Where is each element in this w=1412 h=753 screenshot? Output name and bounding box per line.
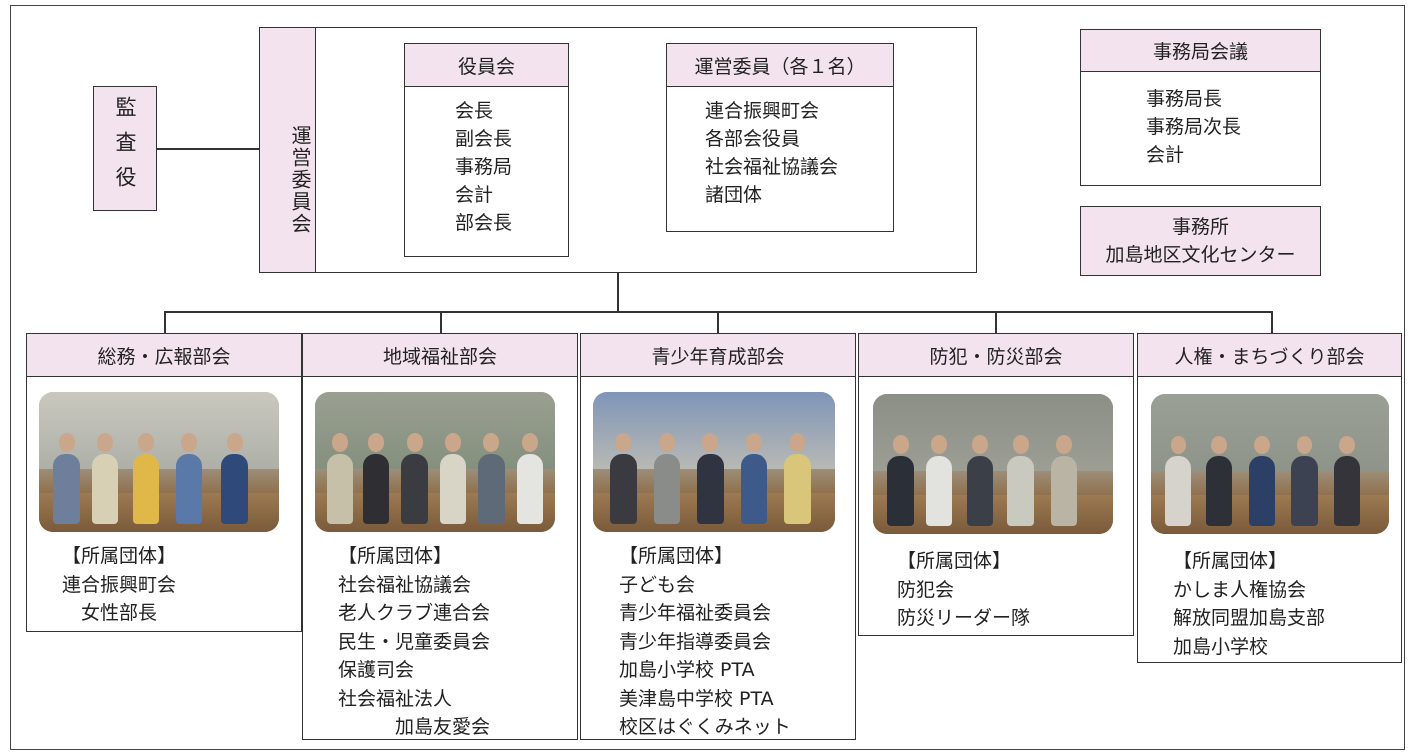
affiliation-label: 【所属団体】 — [338, 545, 453, 567]
officer-item: 副会長 — [455, 128, 513, 150]
audit-box: 監査役 — [93, 86, 157, 211]
connector-dept-4 — [995, 311, 997, 334]
office-label: 事務所 — [1171, 216, 1229, 238]
affiliation-item: 連合振興町会 — [62, 573, 177, 596]
department-crime-disaster-prevention: 防犯・防災部会 【所属団体】 防犯会 防災リーダー隊 — [858, 333, 1134, 636]
department-general-affairs: 総務・広報部会 【所属団体】 連合振興町会 女性部長 — [26, 333, 302, 632]
affiliation-item: 防犯会 — [897, 578, 955, 601]
secretariat-meeting-title: 事務局会議 — [1081, 30, 1320, 72]
affiliation-label: 【所属団体】 — [619, 545, 734, 567]
department-human-rights-community: 人権・まちづくり部会 【所属団体】 かしま人権協会 解放同盟加島支部 加島小学校 — [1137, 333, 1402, 663]
secretariat-member-item: 事務局次長 — [1146, 116, 1242, 138]
affiliation-item: 民生・児童委員会 — [338, 630, 491, 653]
officers-title: 役員会 — [405, 44, 568, 87]
affiliation-item: かしま人権協会 — [1173, 578, 1307, 601]
affiliation-item: 加島小学校 PTA — [619, 659, 755, 681]
department-group-photo — [593, 392, 835, 532]
department-title: 地域福祉部会 — [303, 334, 577, 377]
operating-members-box: 運営委員（各１名） 連合振興町会 各部会役員 社会福祉協議会 諸団体 — [666, 43, 894, 232]
department-title: 防犯・防災部会 — [859, 334, 1133, 377]
affiliation-item: 防災リーダー隊 — [897, 607, 1031, 629]
affiliation-item: 美津島中学校 PTA — [619, 687, 774, 710]
secretariat-meeting-box: 事務局会議 事務局長 事務局次長 会計 — [1080, 29, 1321, 186]
connector-dept-3 — [717, 311, 719, 334]
affiliation-item: 老人クラブ連合会 — [338, 602, 491, 624]
department-title: 総務・広報部会 — [27, 334, 301, 377]
operating-member-item: 諸団体 — [705, 184, 763, 206]
connector-dept-2 — [440, 311, 442, 334]
department-title: 人権・まちづくり部会 — [1138, 334, 1401, 377]
department-group-photo — [39, 392, 279, 532]
affiliation-list: 【所属団体】 子ども会 青少年福祉委員会 青少年指導委員会 加島小学校 PTA … — [619, 542, 791, 742]
affiliation-item: 子ども会 — [619, 573, 696, 596]
officer-item: 会計 — [455, 184, 494, 206]
affiliation-item: 加島友愛会 — [338, 716, 491, 738]
officer-item: 会長 — [455, 100, 494, 122]
affiliation-label: 【所属団体】 — [897, 550, 1012, 572]
committee-label: 運営委員会 — [288, 125, 312, 235]
department-youth-development: 青少年育成部会 【所属団体】 子ども会 青少年福祉委員会 青少年指導委員会 加島… — [580, 333, 856, 740]
department-title: 青少年育成部会 — [581, 334, 855, 377]
operating-member-item: 連合振興町会 — [705, 100, 820, 122]
officers-box: 役員会 会長 副会長 事務局 会計 部会長 — [404, 43, 569, 257]
operating-members-title: 運営委員（各１名） — [667, 44, 893, 87]
officer-item: 事務局 — [455, 156, 513, 178]
affiliation-item: 保護司会 — [338, 659, 415, 681]
department-community-welfare: 地域福祉部会 【所属団体】 社会福祉協議会 老人クラブ連合会 民生・児童委員会 … — [302, 333, 578, 740]
secretariat-member-item: 事務局長 — [1146, 88, 1223, 110]
audit-label: 監査役 — [113, 96, 137, 201]
affiliation-list: 【所属団体】 かしま人権協会 解放同盟加島支部 加島小学校 — [1173, 547, 1325, 661]
connector-dept-5 — [1271, 311, 1273, 334]
department-group-photo — [1151, 394, 1389, 534]
operating-member-item: 各部会役員 — [705, 128, 801, 150]
officers-list: 会長 副会長 事務局 会計 部会長 — [455, 97, 512, 237]
connector-audit-committee — [157, 148, 260, 150]
affiliation-item: 青少年指導委員会 — [619, 630, 772, 653]
secretariat-member-item: 会計 — [1146, 144, 1185, 166]
outer-frame — [10, 5, 1405, 750]
affiliation-list: 【所属団体】 社会福祉協議会 老人クラブ連合会 民生・児童委員会 保護司会 社会… — [338, 542, 490, 742]
affiliation-list: 【所属団体】 防犯会 防災リーダー隊 — [897, 547, 1030, 633]
office-location: 加島地区文化センター — [1105, 244, 1296, 266]
affiliation-item: 校区はぐくみネット — [619, 716, 791, 738]
connector-committee-departments — [617, 272, 619, 312]
affiliation-list: 【所属団体】 連合振興町会 女性部長 — [62, 542, 176, 628]
affiliation-item: 青少年福祉委員会 — [619, 602, 772, 624]
affiliation-item: 加島小学校 — [1173, 635, 1269, 658]
operating-member-item: 社会福祉協議会 — [705, 156, 839, 178]
department-group-photo — [873, 394, 1113, 534]
affiliation-item: 解放同盟加島支部 — [1173, 607, 1326, 629]
office-box: 事務所 加島地区文化センター — [1080, 206, 1321, 276]
connector-dept-1 — [164, 311, 166, 334]
affiliation-item: 社会福祉協議会 — [338, 573, 472, 596]
officer-item: 部会長 — [455, 212, 513, 234]
affiliation-item: 社会福祉法人 — [338, 687, 453, 710]
operating-members-list: 連合振興町会 各部会役員 社会福祉協議会 諸団体 — [705, 97, 838, 209]
affiliation-label: 【所属団体】 — [62, 545, 177, 567]
department-group-photo — [315, 392, 555, 532]
secretariat-meeting-list: 事務局長 事務局次長 会計 — [1146, 85, 1241, 169]
committee-label-column: 運営委員会 — [260, 28, 316, 272]
affiliation-label: 【所属団体】 — [1173, 550, 1288, 572]
affiliation-item: 女性部長 — [62, 602, 158, 624]
